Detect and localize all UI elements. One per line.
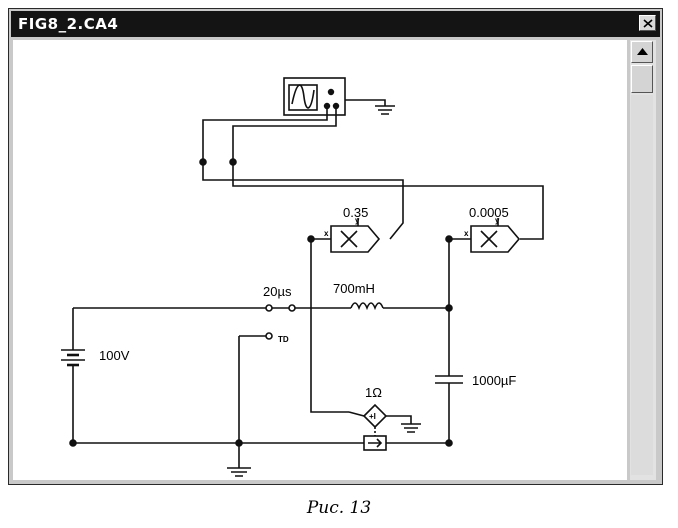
schematic-canvas[interactable]: 100V 20µs TD 700mH 1000µF 1Ω 0.35 0.0005… (13, 40, 627, 480)
figure-caption: Рис. 13 (306, 498, 372, 518)
capacitor[interactable] (435, 375, 463, 384)
inductor (350, 302, 384, 311)
window-title: FIG8_2.CA4 (18, 15, 119, 33)
title-bar[interactable]: FIG8_2.CA4 (11, 11, 660, 37)
mult2-y-label: y (495, 216, 500, 225)
arrow-up-icon (637, 48, 648, 55)
oscilloscope[interactable] (283, 77, 346, 116)
sine-wave-icon (291, 84, 315, 109)
current-sensor[interactable] (362, 403, 388, 451)
multiplier-1[interactable] (330, 225, 381, 253)
multiplier-2[interactable] (470, 225, 521, 253)
schematic: 100V 20µs TD 700mH 1000µF 1Ω 0.35 0.0005… (61, 77, 544, 477)
circuit-window: FIG8_2.CA4 (8, 8, 663, 485)
mult2-x-label: x (464, 229, 469, 238)
sensor-sign: +I (369, 412, 376, 421)
multiplier-1-value: 0.35 (343, 205, 368, 220)
scroll-track[interactable] (631, 95, 653, 475)
close-button[interactable] (639, 15, 656, 31)
battery[interactable] (61, 340, 85, 443)
switch-key-label: TD (278, 335, 289, 344)
multiplier-2-value: 0.0005 (469, 205, 509, 220)
ground-icon (375, 105, 395, 115)
ground-icon (227, 467, 251, 477)
switch-time-label: 20µs (263, 284, 292, 299)
inductor-label: 700mH (333, 281, 375, 296)
capacitor-label: 1000µF (472, 373, 516, 388)
scroll-up-button[interactable] (631, 41, 653, 63)
ground-icon (401, 423, 421, 433)
scroll-thumb[interactable] (631, 65, 653, 93)
mult1-x-label: x (324, 229, 329, 238)
battery-label: 100V (99, 348, 130, 363)
mult1-y-label: y (355, 216, 360, 225)
vertical-scrollbar[interactable] (630, 40, 656, 480)
sensor-label: 1Ω (365, 385, 382, 400)
close-icon (643, 19, 653, 28)
